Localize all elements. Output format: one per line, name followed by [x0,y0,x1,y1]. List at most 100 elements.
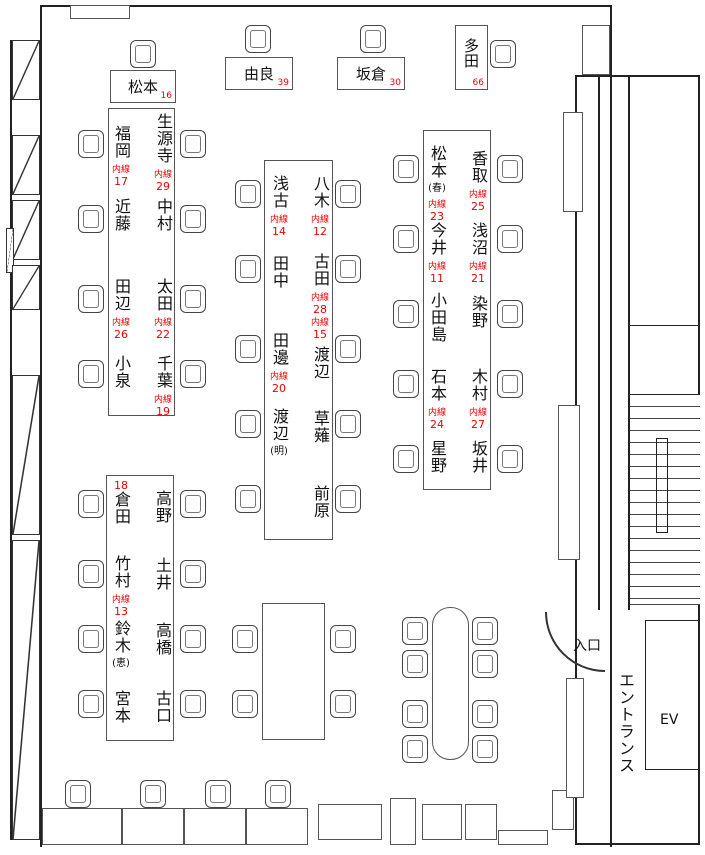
room [628,325,700,395]
extension-value: 22 [155,328,170,341]
seat[interactable]: 宮本 [112,690,131,724]
chair [497,370,523,398]
person-name: 松本 [427,145,447,179]
desk-name: 由良 [243,65,274,83]
table-d [106,475,174,741]
extension-prefix: 内線 [468,190,488,200]
cabinet [498,830,548,845]
person-name: 宮本 [112,690,131,724]
chair [65,780,91,808]
extension-prefix: 内線 [111,595,131,605]
shelf [558,405,580,560]
window [12,540,40,840]
cabinet [552,790,574,830]
entrance-door-label[interactable]: 入口 [573,638,601,654]
seat[interactable]: 小泉 [112,355,131,389]
chair [245,25,271,53]
extension-prefix: 内線 [468,408,488,418]
chair [235,410,261,438]
chair [335,255,361,283]
chair [140,780,166,808]
window [12,265,40,310]
seat[interactable]: 前原 [311,485,330,519]
seat[interactable]: 古口 [153,690,172,724]
desk-matsumoto[interactable]: 松本 16 [110,70,176,103]
office-wall [40,5,612,847]
extension-value: 26 [113,328,128,341]
seat[interactable]: 土井 [153,557,172,591]
person-name: 小田島 [428,292,447,343]
seat[interactable]: 染野 [469,295,488,329]
shelf [566,678,584,798]
chair [78,205,104,233]
person-name: 渡辺 [270,408,289,442]
window [12,375,40,535]
chair [335,485,361,513]
chair [393,155,419,183]
chair [393,445,419,473]
seat[interactable]: 田中 [270,255,289,289]
person-name: 田中 [270,255,289,289]
seat[interactable]: 渡辺(明) [270,408,289,457]
extension-value: 28 [312,303,327,316]
seat[interactable]: 星野 [428,440,447,474]
person-name: 倉田 [112,491,131,525]
cabinet [422,804,462,840]
seat[interactable]: 鈴木(恵) [112,620,131,669]
extension-prefix: 内線 [153,318,173,328]
desk-sakakura[interactable]: 坂倉 30 [337,57,405,90]
extension-prefix: 内線 [310,318,330,328]
chair [205,780,231,808]
seat[interactable]: 中村 [154,198,173,232]
name-note: (恵) [112,658,130,669]
seat[interactable]: 坂井 [469,440,488,474]
seat[interactable]: 高橋 [153,622,172,656]
person-name: 渡辺 [310,346,330,380]
desk-tada[interactable]: 多田 66 [455,25,488,90]
desk-yura[interactable]: 由良 39 [225,57,293,90]
seat[interactable]: 高野 [153,490,172,524]
chair [497,225,523,253]
extension-prefix: 内線 [468,262,488,272]
seat[interactable]: 草薙 [311,410,330,444]
person-name: 生源寺 [153,113,173,164]
person-name: 前原 [311,485,330,519]
shelf [582,25,610,75]
cabinet [390,798,416,845]
person-name: 田邊 [269,332,289,366]
extension-prefix: 内線 [153,395,173,405]
chair [235,255,261,283]
meeting-table [262,603,325,740]
elevator-label[interactable]: EV [660,712,679,728]
window [6,228,14,273]
chair [232,625,258,653]
seat[interactable]: 近藤 [112,198,131,232]
extension-value: 27 [470,418,485,431]
extension-value: 29 [155,180,170,193]
elevator [645,620,700,770]
seat[interactable]: 小田島 [428,292,447,343]
